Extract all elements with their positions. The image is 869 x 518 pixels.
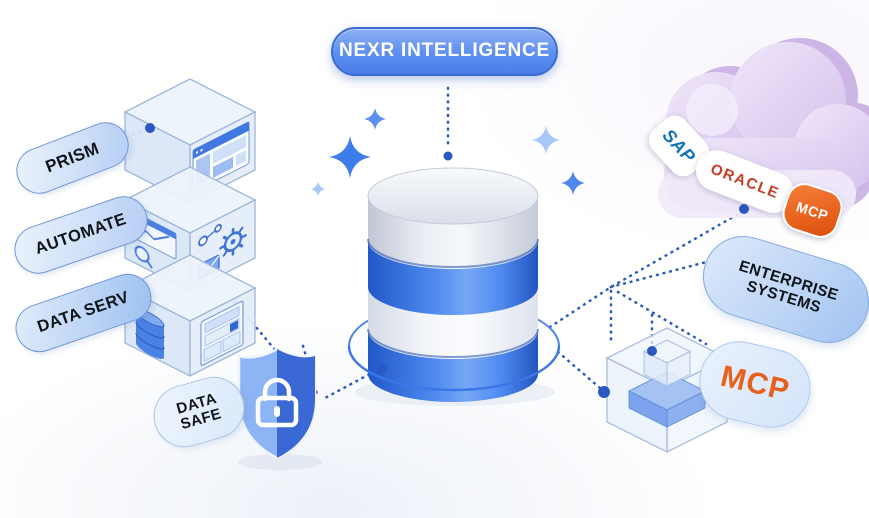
shield-lock-icon	[237, 347, 322, 470]
hub-label: NEXR INTELLIGENCE	[338, 40, 550, 62]
orbit-ring-front	[347, 345, 561, 392]
database-server-cube-icon	[123, 254, 257, 378]
database-icon	[367, 167, 539, 402]
automation-cube-icon	[123, 166, 257, 293]
dashboard-cube-icon	[123, 78, 257, 205]
sparkle-icon	[311, 108, 585, 196]
mcp-pill-label: MCP	[717, 359, 793, 408]
prism-label: PRISM	[42, 138, 102, 177]
connector-dots	[134, 123, 749, 398]
mcp-badge-label: MCP	[794, 197, 831, 224]
sap-label: SAP	[658, 124, 700, 167]
hub-pill: NEXR INTELLIGENCE	[331, 27, 558, 76]
open-box-cube-icon	[605, 327, 729, 454]
